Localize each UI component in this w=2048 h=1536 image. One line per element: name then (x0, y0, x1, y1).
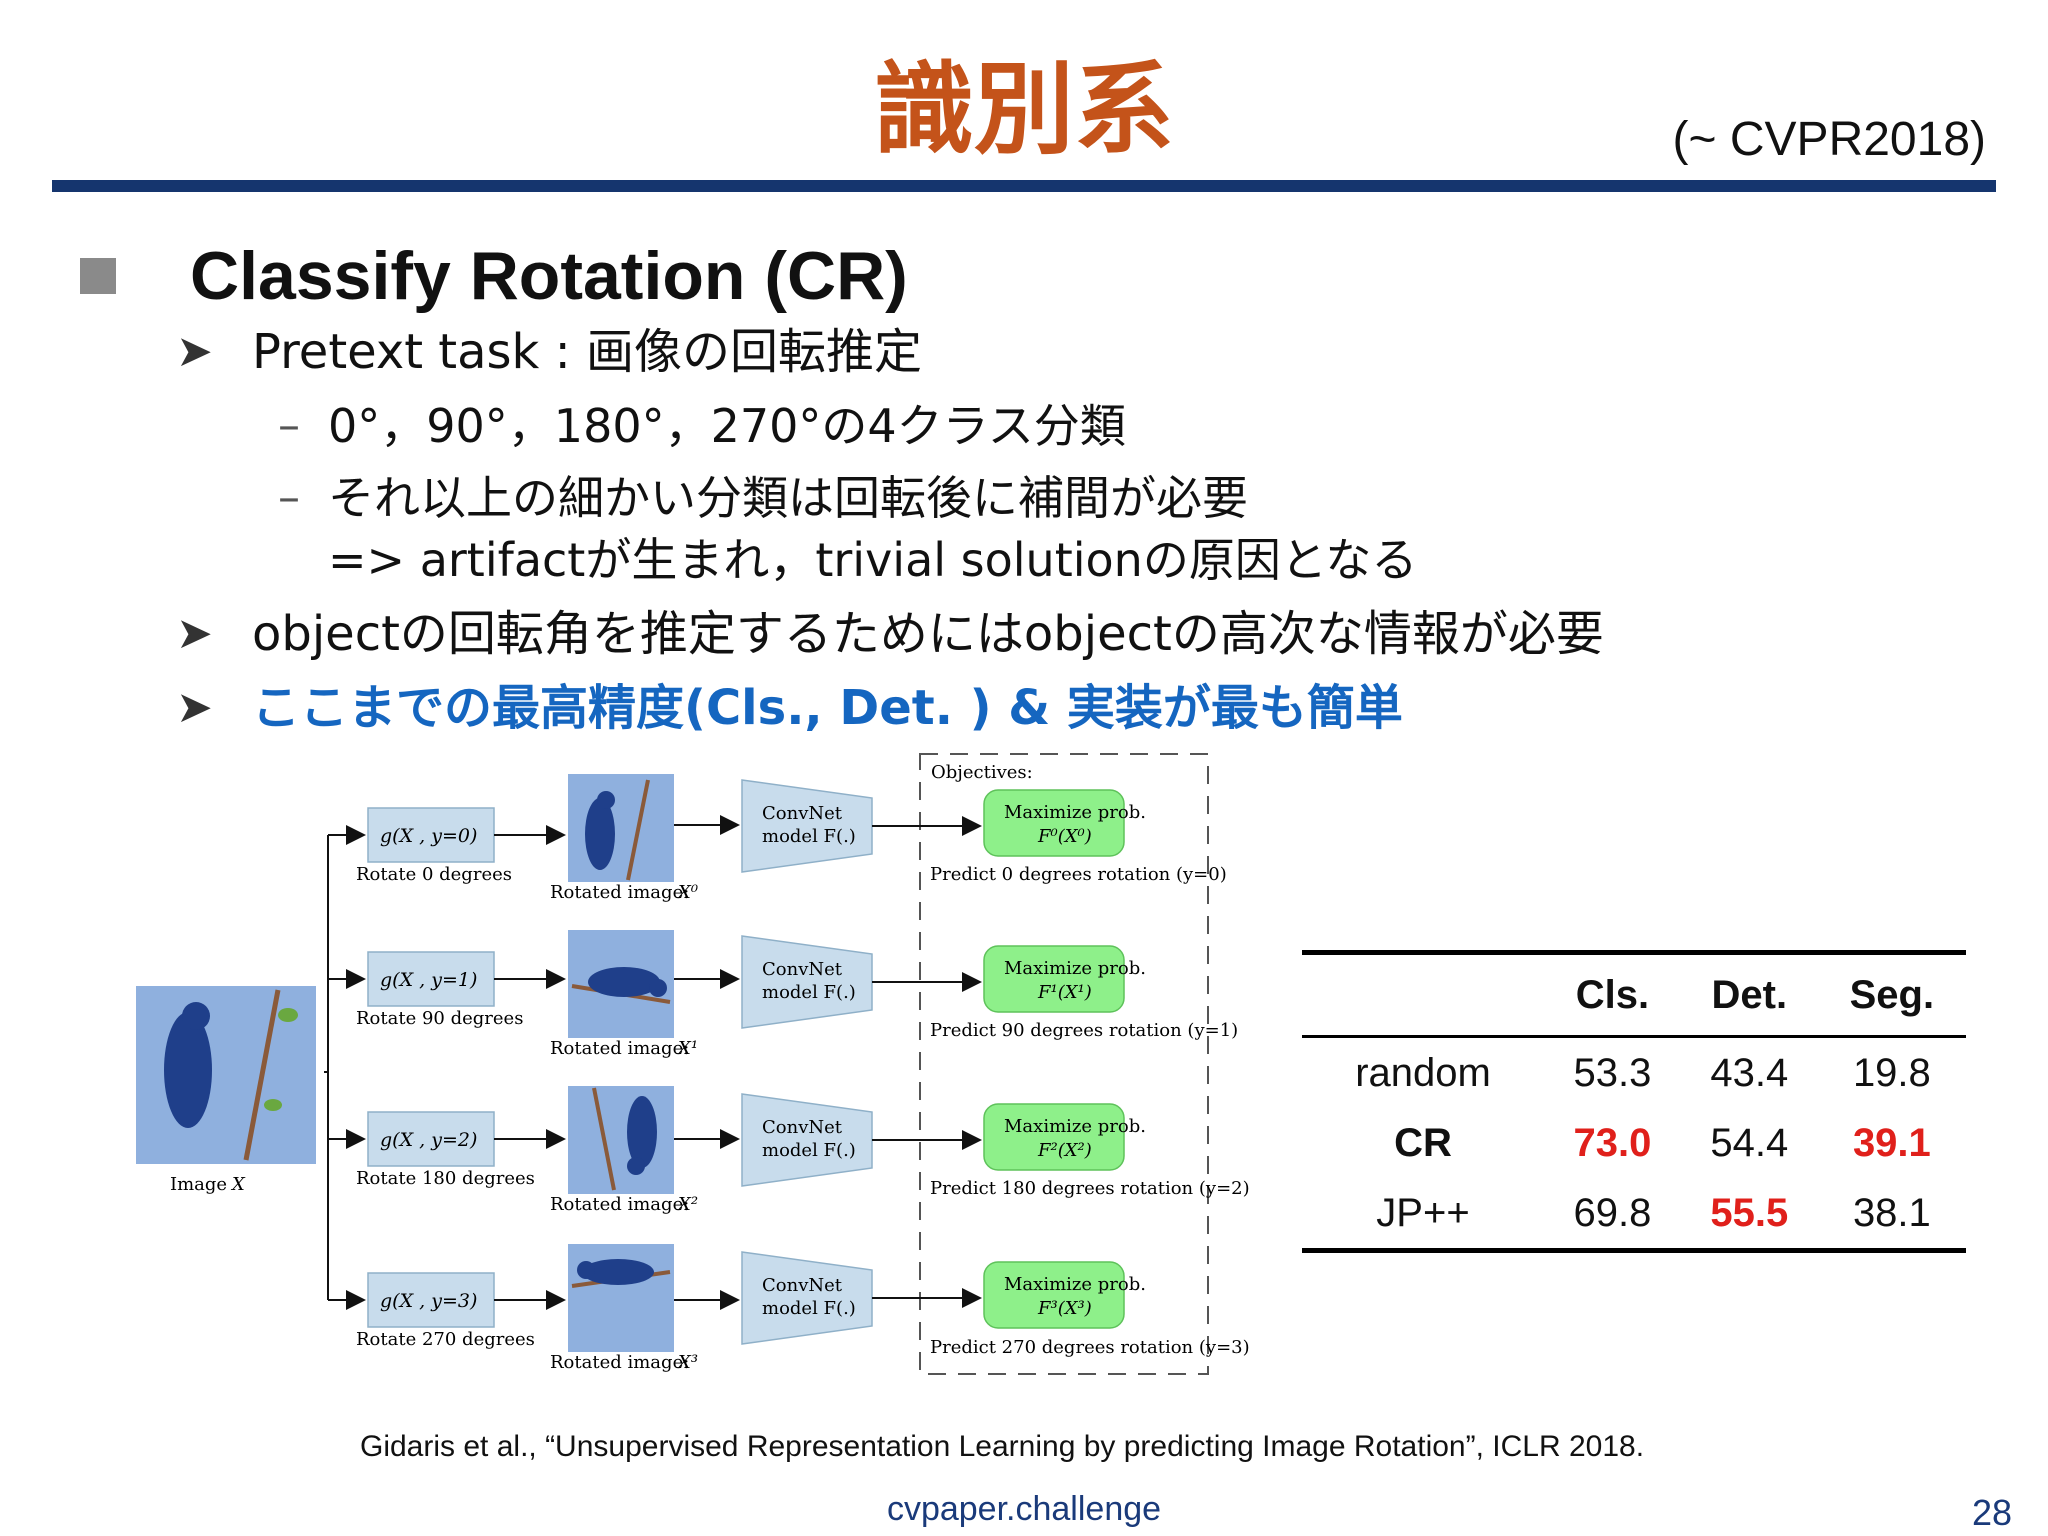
rotated-label-2: Rotated image: (550, 1194, 689, 1215)
branch-3: g(X , y=3) Rotate 270 degrees Rotated im… (328, 1244, 1250, 1373)
rotated-var-2: X² (676, 1194, 698, 1215)
convnet-model-0: model F(.) (762, 826, 856, 847)
sub-bullet-finer: それ以上の細かい分類は回転後に補間が必要 (328, 471, 1248, 525)
bullet-best-accuracy: ここまでの最高精度(Cls., Det. ) & 実装が最も簡単 (252, 680, 1403, 736)
table-cell: 69.8 (1544, 1178, 1681, 1253)
rotated-var-1: X¹ (676, 1038, 698, 1059)
sub-bullet-artifact: => artifactが生まれ，trivial solutionの原因となる (328, 533, 1418, 587)
citation: Gidaris et al., “Unsupervised Representa… (360, 1430, 1645, 1463)
maximize-label-3: Maximize prob. (1004, 1274, 1146, 1295)
f-prob-1: F¹(X¹) (1037, 982, 1092, 1003)
bullet-object-info: objectの回転角を推定するためにはobjectの高次な情報が必要 (252, 606, 1604, 662)
maximize-label-2: Maximize prob. (1004, 1116, 1146, 1137)
footer-brand: cvpaper.challenge (886, 1490, 1162, 1528)
convnet-label-0: ConvNet (762, 803, 843, 824)
rotate-label-1: Rotate 90 degrees (356, 1008, 523, 1029)
image-label: Image (170, 1174, 227, 1195)
branch-0: g(X , y=0) Rotate 0 degrees Rotated imag… (328, 774, 1227, 903)
g-function-2: g(X , y=2) (380, 1129, 477, 1151)
table-cell-best: 55.5 (1680, 1178, 1818, 1253)
table-cell-method: CR (1394, 1120, 1452, 1165)
rotated-image-0 (568, 774, 674, 882)
g-function-3: g(X , y=3) (380, 1290, 477, 1312)
table-cell: 38.1 (1817, 1178, 1966, 1253)
rotate-label-2: Rotate 180 degrees (356, 1168, 535, 1189)
predict-label-1: Predict 90 degrees rotation (y=1) (930, 1020, 1238, 1041)
table-cell-best: 39.1 (1852, 1120, 1931, 1165)
title-rule (52, 180, 1996, 192)
table-cell: 54.4 (1710, 1120, 1789, 1165)
arrow-bullet-icon: ➤ (176, 608, 213, 659)
rotate-label-3: Rotate 270 degrees (356, 1329, 535, 1350)
bullet-pretext: Pretext task : 画像の回転推定 (252, 324, 923, 380)
table-header-cell: Seg. (1817, 950, 1966, 1038)
predict-label-0: Predict 0 degrees rotation (y=0) (930, 864, 1227, 885)
table-cell: 43.4 (1710, 1050, 1789, 1095)
maximize-label-0: Maximize prob. (1004, 802, 1146, 823)
f-prob-0: F⁰(X⁰) (1037, 826, 1092, 847)
table-header-cell: Cls. (1544, 950, 1681, 1038)
section-heading: Classify Rotation (CR) (190, 238, 908, 314)
branch-1: g(X , y=1) Rotate 90 degrees Rotated ima… (328, 930, 1238, 1059)
maximize-label-1: Maximize prob. (1004, 958, 1146, 979)
rotated-label-0: Rotated image: (550, 882, 689, 903)
rotation-diagram: Objectives: Image X g(X , y=0) Rotate 0 … (136, 753, 1250, 1375)
g-function-1: g(X , y=1) (380, 969, 477, 991)
table-header-cell (1302, 950, 1544, 1038)
rotated-label-1: Rotated image: (550, 1038, 689, 1059)
branch-2: g(X , y=2) Rotate 180 degrees Rotated im… (328, 1086, 1250, 1215)
dash-bullet-icon: – (278, 400, 300, 451)
convnet-model-1: model F(.) (762, 982, 856, 1003)
convnet-label-2: ConvNet (762, 1117, 843, 1138)
table-cell: 53.3 (1573, 1050, 1652, 1095)
objectives-label: Objectives: (931, 762, 1033, 783)
era-label: (~ CVPR2018) (1672, 113, 1986, 166)
sub-bullet-four-class: 0°，90°，180°，270°の4クラス分類 (328, 399, 1126, 453)
table-cell-method: random (1355, 1050, 1491, 1095)
f-prob-3: F³(X³) (1037, 1298, 1092, 1319)
input-bird-image (136, 986, 316, 1164)
results-table: Cls. Det. Seg. random 53.3 43.4 19.8 CR … (1302, 950, 1966, 1253)
rotated-image-2 (568, 1086, 674, 1194)
rotated-var-3: X³ (676, 1352, 698, 1373)
table-row: random 53.3 43.4 19.8 (1302, 1037, 1966, 1109)
image-var: X (230, 1174, 246, 1195)
slide-title: 識別系 (874, 51, 1174, 168)
arrow-bullet-icon: ➤ (176, 326, 213, 377)
convnet-label-3: ConvNet (762, 1275, 843, 1296)
predict-label-2: Predict 180 degrees rotation (y=2) (930, 1178, 1250, 1199)
rotated-var-0: X⁰ (676, 882, 698, 903)
convnet-model-2: model F(.) (762, 1140, 856, 1161)
table-header-row: Cls. Det. Seg. (1302, 950, 1966, 1038)
predict-label-3: Predict 270 degrees rotation (y=3) (930, 1337, 1250, 1358)
arrow-bullet-icon: ➤ (176, 682, 213, 733)
dash-bullet-icon: – (278, 472, 300, 523)
square-bullet-icon (80, 258, 116, 294)
rotated-label-3: Rotated image: (550, 1352, 689, 1373)
table-cell-best: 73.0 (1573, 1120, 1652, 1165)
convnet-model-3: model F(.) (762, 1298, 856, 1319)
table-row: JP++ 69.8 55.5 38.1 (1302, 1178, 1966, 1253)
page-number: 28 (1971, 1492, 2012, 1533)
g-function-0: g(X , y=0) (380, 825, 477, 847)
convnet-label-1: ConvNet (762, 959, 843, 980)
f-prob-2: F²(X²) (1037, 1140, 1092, 1161)
rotate-label-0: Rotate 0 degrees (356, 864, 512, 885)
table-cell: 19.8 (1852, 1050, 1931, 1095)
table-row: CR 73.0 54.4 39.1 (1302, 1108, 1966, 1178)
table-cell-method: JP++ (1302, 1178, 1544, 1253)
table-header-cell: Det. (1680, 950, 1818, 1038)
